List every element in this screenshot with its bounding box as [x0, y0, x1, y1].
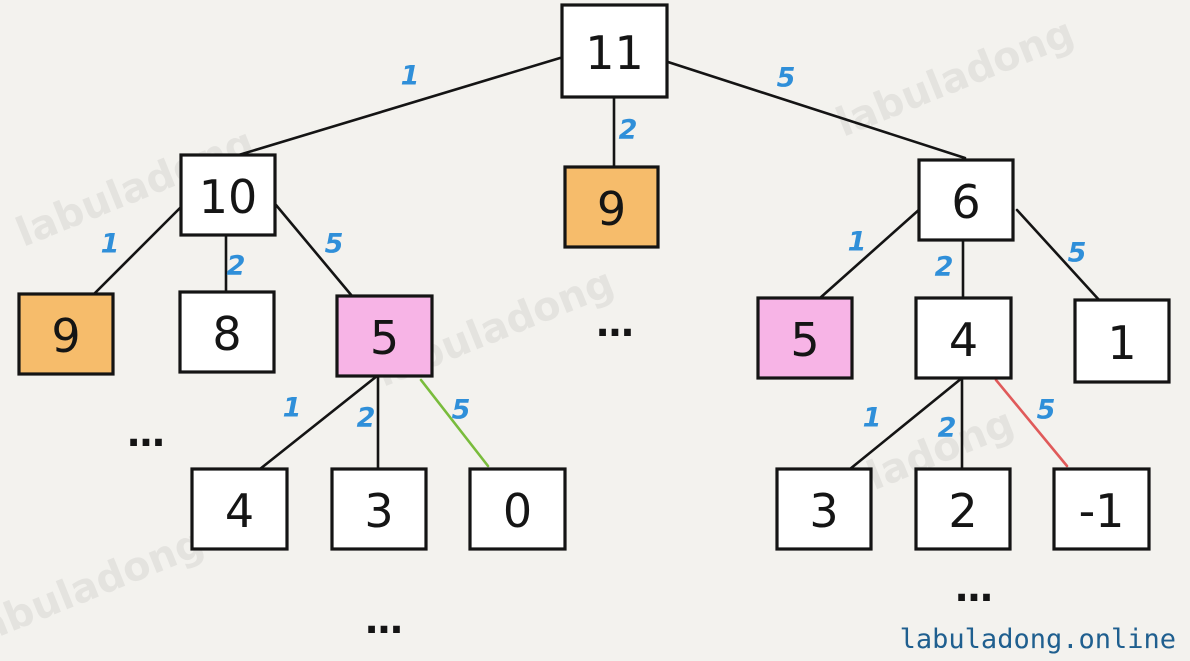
edge-n6-n1 — [1015, 208, 1102, 303]
ellipsis-under-9-mid: ... — [595, 301, 632, 345]
node-value: 0 — [503, 484, 532, 538]
node-box — [560, 3, 669, 99]
node-box — [775, 467, 873, 551]
tree-node-n10: 10 — [179, 153, 277, 237]
ellipsis-under-5-left-subtree: ... — [364, 598, 401, 642]
edge-weight-label: 1 — [848, 227, 867, 258]
node-value: 6 — [951, 175, 980, 229]
node-box — [17, 292, 115, 376]
node-box — [1052, 467, 1151, 551]
ellipses-layer: ............ — [126, 301, 993, 642]
node-value: 10 — [199, 170, 258, 224]
site-label: labuladong.online — [899, 624, 1176, 655]
edge-weight-label: 2 — [938, 413, 957, 444]
node-box — [914, 296, 1013, 380]
node-value: 3 — [364, 484, 393, 538]
node-box — [330, 467, 428, 551]
tree-node-n1: 1 — [1073, 298, 1171, 384]
node-value: 3 — [809, 484, 838, 538]
tree-node-nneg1: -1 — [1052, 467, 1151, 551]
edge-n6-n5right — [818, 206, 923, 300]
node-box — [1073, 298, 1171, 384]
node-box — [914, 467, 1012, 551]
node-box — [468, 467, 567, 551]
edge-weight-label: 5 — [1037, 395, 1056, 426]
tree-node-n4low: 4 — [190, 467, 289, 551]
node-value: 2 — [948, 484, 977, 538]
edge-weight-label: 1 — [283, 393, 302, 424]
tree-node-n5left: 5 — [335, 294, 434, 378]
edge-weight-label: 1 — [401, 61, 420, 92]
tree-node-n4mid: 4 — [914, 296, 1013, 380]
tree-node-n5right: 5 — [756, 296, 854, 380]
node-box — [756, 296, 854, 380]
node-value: 5 — [790, 313, 819, 367]
ellipsis-under-9-left: ... — [126, 411, 163, 455]
edge-weight-label: 5 — [325, 229, 344, 260]
edge-weight-label: 1 — [101, 229, 120, 260]
edge-weight-label: 1 — [863, 403, 882, 434]
node-value: 9 — [597, 182, 626, 236]
tree-node-n8: 8 — [178, 290, 276, 374]
node-value: -1 — [1079, 484, 1125, 538]
edge-n4mid-n3right — [848, 376, 964, 471]
tree-node-n6: 6 — [917, 158, 1015, 242]
node-value: 8 — [212, 307, 241, 361]
node-box — [190, 467, 289, 551]
edge-root-n6 — [666, 60, 967, 160]
edges-layer — [90, 56, 1102, 471]
edge-weight-label: 5 — [452, 395, 471, 426]
tree-node-root: 11 — [560, 3, 669, 99]
tree-node-n3left: 3 — [330, 467, 428, 551]
ellipsis-under-4-right-subtree: ... — [954, 566, 991, 610]
node-value: 9 — [51, 309, 80, 363]
node-box — [178, 290, 276, 374]
edge-weight-label: 5 — [1068, 238, 1087, 269]
edge-n5left-n0 — [419, 378, 490, 468]
node-value: 11 — [585, 26, 644, 80]
tree-node-n9left: 9 — [17, 292, 115, 376]
edge-n10-n9left — [90, 201, 187, 298]
edge-n5left-n4low — [258, 374, 379, 471]
node-value: 5 — [370, 311, 399, 365]
edge-labels-layer: 1 2 5 1 2 5 1 2 5 1 2 5 1 2 5 — [101, 61, 1087, 444]
edge-weight-label: 2 — [935, 252, 954, 283]
tree-node-n9mid: 9 — [563, 165, 660, 249]
tree-node-n2: 2 — [914, 467, 1012, 551]
edge-weight-label: 2 — [227, 251, 246, 282]
edge-n4mid-nneg1 — [994, 378, 1069, 468]
edge-weight-label: 2 — [619, 115, 638, 146]
tree-node-n0: 0 — [468, 467, 567, 551]
node-box — [179, 153, 277, 237]
node-value: 4 — [225, 484, 254, 538]
edge-root-n10 — [230, 56, 562, 159]
edge-weight-label: 2 — [357, 403, 376, 434]
node-box — [563, 165, 660, 249]
watermark: labuladong — [0, 519, 210, 656]
edge-n10-n5left — [274, 203, 354, 298]
tree-node-n3right: 3 — [775, 467, 873, 551]
node-value: 1 — [1107, 316, 1136, 370]
edge-weight-label: 5 — [777, 63, 796, 94]
node-box — [335, 294, 434, 378]
node-box — [917, 158, 1015, 242]
node-value: 4 — [949, 313, 978, 367]
